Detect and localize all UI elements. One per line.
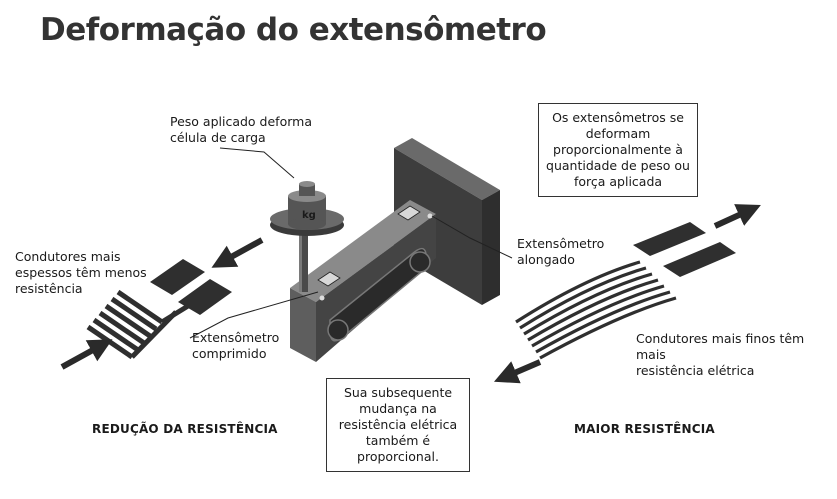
weight-label: Peso aplicado deforma célula de carga	[170, 114, 312, 145]
thin-conductors-label: Condutores mais finos têm mais resistênc…	[636, 331, 805, 378]
leader-lines	[189, 147, 513, 339]
arrow-up-right-icon	[713, 204, 761, 229]
arrow-down-left-icon	[493, 359, 542, 384]
thick-conductors-label: Condutores mais espessos têm menos resis…	[15, 249, 147, 296]
elongated-gauge-pattern	[515, 222, 736, 360]
page-title: Deformação do extensômetro	[40, 12, 547, 48]
reduction-heading: REDUÇÃO DA RESISTÊNCIA	[92, 422, 278, 436]
arrow-left-icon	[211, 237, 264, 268]
load-cell: kg	[270, 138, 500, 362]
greater-resistance-heading: MAIOR RESISTÊNCIA	[574, 422, 715, 436]
arrow-right-icon	[60, 339, 113, 370]
compressed-gauge-pattern	[86, 259, 232, 360]
kg-label: kg	[302, 210, 316, 221]
elongated-gauge-label: Extensômetro alongado	[517, 236, 605, 267]
resistance-change-box: Sua subsequente mudança na resistência e…	[326, 378, 470, 472]
compressed-gauge-label: Extensômetro comprimido	[192, 330, 280, 361]
deformation-info-box: Os extensômetros se deformam proporciona…	[538, 103, 698, 197]
